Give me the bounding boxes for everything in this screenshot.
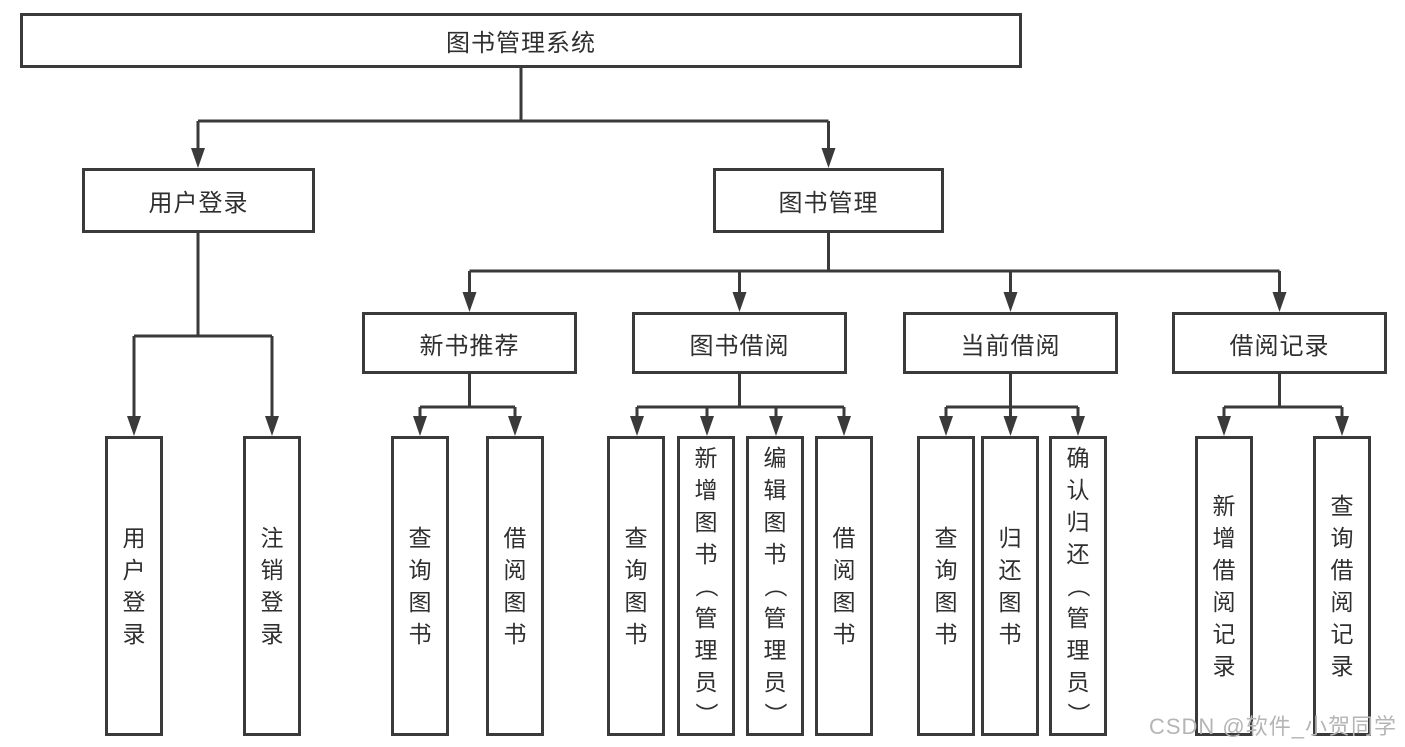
leaf-add-book-admin-label: 新增图书（管理员） — [693, 445, 719, 726]
leaf-logout: 注销登录 — [243, 436, 301, 736]
connector-newbook-to-leaves — [418, 374, 517, 420]
connector-bookborrow-to-leaves — [635, 374, 846, 420]
leaf-borrow-books-recommend-label: 借阅图书 — [503, 525, 527, 647]
leaf-query-books-recommend-label: 查询图书 — [408, 525, 432, 647]
leaf-add-book-admin: 新增图书（管理员） — [677, 436, 735, 736]
connector-root-to-level1 — [196, 68, 830, 152]
leaf-return-book-label: 归还图书 — [998, 525, 1022, 647]
leaf-query-borrow-record-label: 查询借阅记录 — [1330, 493, 1354, 679]
leaf-logout-label: 注销登录 — [260, 525, 284, 647]
leaf-query-books-borrow: 查询图书 — [607, 436, 665, 736]
leaf-borrow-books-recommend: 借阅图书 — [486, 436, 544, 736]
leaf-edit-book-admin: 编辑图书（管理员） — [746, 436, 804, 736]
node-current-borrow-label: 当前借阅 — [960, 332, 1061, 360]
node-book-borrow-label: 图书借阅 — [689, 332, 790, 360]
connector-borrowrecord-to-leaves — [1222, 374, 1344, 420]
leaf-borrow-books-label: 借阅图书 — [832, 525, 856, 647]
leaf-query-borrow-record: 查询借阅记录 — [1313, 436, 1371, 736]
leaf-borrow-books: 借阅图书 — [815, 436, 873, 736]
node-book-management: 图书管理 — [713, 168, 944, 233]
leaf-query-books-borrow-label: 查询图书 — [624, 525, 648, 647]
leaf-edit-book-admin-label: 编辑图书（管理员） — [762, 445, 788, 726]
node-current-borrow: 当前借阅 — [903, 312, 1118, 374]
connector-currentborrow-to-leaves — [944, 374, 1080, 420]
leaf-user-login: 用户登录 — [105, 436, 163, 736]
node-borrow-records: 借阅记录 — [1172, 312, 1387, 374]
node-new-book-recommend-label: 新书推荐 — [419, 332, 520, 360]
leaf-return-book: 归还图书 — [981, 436, 1039, 736]
leaf-query-books-current-label: 查询图书 — [934, 525, 958, 647]
leaf-confirm-return-admin-label: 确认归还（管理员） — [1065, 445, 1091, 726]
leaf-user-login-label: 用户登录 — [122, 525, 146, 647]
leaf-query-books-current: 查询图书 — [917, 436, 975, 736]
node-user-login: 用户登录 — [82, 168, 315, 233]
leaf-query-books-recommend: 查询图书 — [391, 436, 449, 736]
node-book-borrow: 图书借阅 — [632, 312, 847, 374]
connector-userlogin-to-leaves — [132, 233, 274, 420]
node-root-label: 图书管理系统 — [446, 30, 596, 57]
watermark: CSDN @软件_小贺同学 — [1148, 714, 1397, 739]
leaf-confirm-return-admin: 确认归还（管理员） — [1049, 436, 1107, 736]
node-borrow-records-label: 借阅记录 — [1229, 332, 1330, 360]
node-new-book-recommend: 新书推荐 — [362, 312, 577, 374]
node-root: 图书管理系统 — [20, 13, 1022, 68]
arrowheads — [127, 148, 1349, 436]
leaf-add-borrow-record-label: 新增借阅记录 — [1212, 493, 1236, 679]
node-user-login-label: 用户登录 — [148, 190, 249, 217]
connector-bookmgmt-to-level2 — [468, 233, 1281, 296]
leaf-add-borrow-record: 新增借阅记录 — [1195, 436, 1253, 736]
node-book-management-label: 图书管理 — [778, 190, 879, 217]
